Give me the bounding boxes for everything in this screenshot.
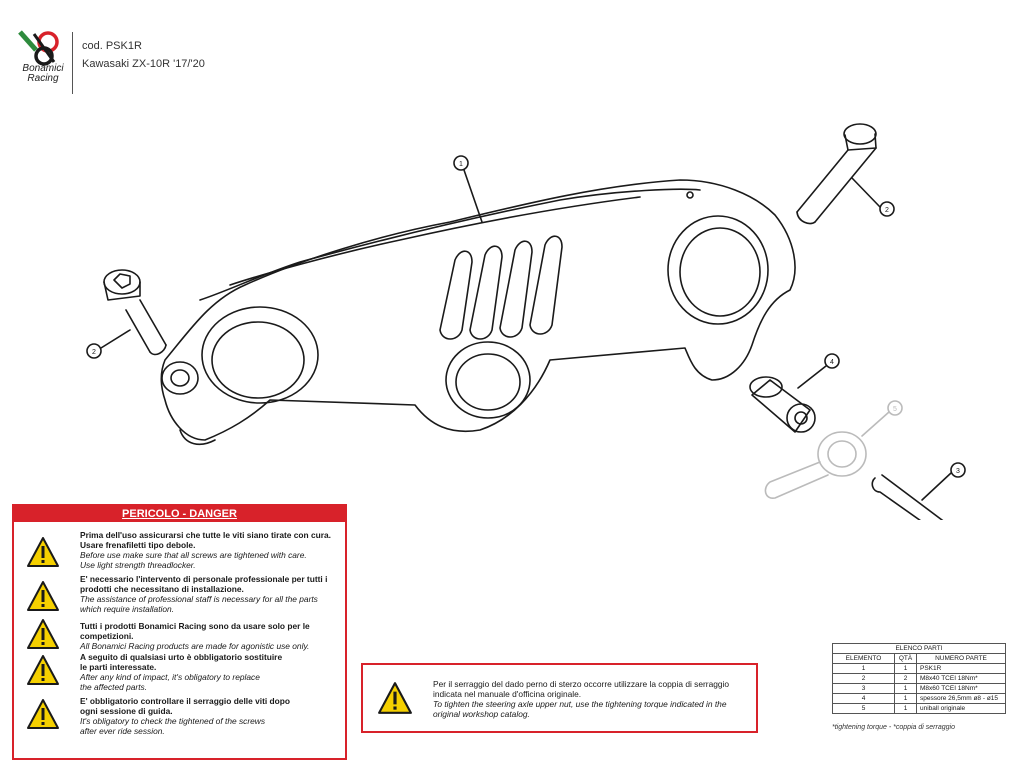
table-cell: 2 [894,673,917,684]
column-header: QTÀ [894,653,917,664]
uniball-part [764,431,867,499]
warning-text-it: E' necessario l'intervento di personale … [80,574,328,584]
parts-list-table: ELENCO PARTI ELEMENTO QTÀ NUMERO PARTE 1… [832,643,1006,714]
table-cell: 3 [832,683,895,694]
screw-m8x60 [871,474,944,520]
warning-triangle-icon [27,699,59,729]
callout-2-left: 2 [86,329,131,359]
warning-text-en: All Bonamici Racing products are made fo… [80,641,310,651]
column-header: NUMERO PARTE [916,653,1006,664]
screw-m8x40-left [103,269,167,356]
callout-1: 1 [453,155,483,223]
product-model: Kawasaki ZX-10R '17/'20 [82,58,205,70]
torque-text-it: Per il serraggio del dado perno di sterz… [433,679,730,699]
product-code: cod. PSK1R [82,40,142,52]
warning-item: Tutti i prodotti Bonamici Racing sono da… [20,618,344,651]
warning-text-it: ogni sessione di guida. [80,706,173,716]
warning-text-it: Usare frenafiletti tipo debole. [80,540,196,550]
table-cell: 1 [894,703,917,714]
warning-text-en: Before use make sure that all screws are… [80,550,307,560]
callout-5: 5 [861,400,903,437]
svg-text:3: 3 [956,468,960,475]
spacer-part [749,376,816,433]
warning-text-en: after ever ride session. [80,726,165,736]
table-row: 1 1 PSK1R [832,663,1006,674]
torque-text-en: To tighten the steering axle upper nut, … [433,699,727,719]
table-cell: M8x40 TCEI 18Nm* [916,673,1006,684]
warning-text-it: prodotti che necessitano di installazion… [80,584,244,594]
torque-footnote: *tightening torque - *coppia di serraggi… [832,724,955,731]
warning-text-it: E' obbligatorio controllare il serraggio… [80,696,290,706]
parts-list-title: ELENCO PARTI [832,643,1006,654]
table-cell: spessore 26,5mm ø8 - ø15 [916,693,1006,704]
table-row: 4 1 spessore 26,5mm ø8 - ø15 [832,693,1006,704]
warning-text-it: Prima dell'uso assicurarsi che tutte le … [80,530,332,540]
warning-item: E' necessario l'intervento di personale … [20,574,344,616]
warning-triangle-icon [27,619,59,649]
warning-triangle-icon [27,581,59,611]
warning-item: Prima dell'uso assicurarsi che tutte le … [20,530,344,572]
warning-text-en: which require installation. [80,604,175,614]
table-cell: 1 [894,683,917,694]
table-row: 2 2 M8x40 TCEI 18Nm* [832,673,1006,684]
table-cell: 1 [832,663,895,674]
svg-text:1: 1 [459,161,463,168]
table-cell: 1 [894,693,917,704]
column-header: ELEMENTO [832,653,895,664]
table-cell: 2 [832,673,895,684]
table-header-row: ELEMENTO QTÀ NUMERO PARTE [832,653,1006,664]
warning-text-en: After any kind of impact, it's obligator… [80,672,260,682]
table-row: 5 1 uniball originale [832,703,1006,714]
warning-text-it: Tutti i prodotti Bonamici Racing sono da… [80,621,310,641]
warning-triangle-icon [378,682,412,714]
table-cell: 1 [894,663,917,674]
warning-text-en: Use light strength threadlocker. [80,560,196,570]
warning-item: E' obbligatorio controllare il serraggio… [20,696,344,738]
warning-text-it: le parti interessate. [80,662,157,672]
warning-text-en: It's obligatory to check the tightened o… [80,716,266,726]
callout-3: 3 [921,462,966,501]
svg-text:4: 4 [830,359,834,366]
danger-warning-box: PERICOLO - DANGER Prima dell'uso assicur… [12,504,347,760]
danger-title: PERICOLO - DANGER [14,506,345,522]
svg-text:2: 2 [885,207,889,214]
warning-text-en: the affected parts. [80,682,148,692]
svg-text:5: 5 [893,406,897,413]
warning-triangle-icon [27,655,59,685]
table-cell: uniball originale [916,703,1006,714]
header-divider [72,32,73,94]
callout-2-right: 2 [851,177,895,217]
warning-text-en: The assistance of professional staff is … [80,594,318,604]
warning-item: A seguito di qualsiasi urto è obbligator… [20,652,344,694]
table-cell: PSK1R [916,663,1006,674]
exploded-view-drawing: 1 2 2 3 4 5 [86,123,966,520]
torque-note-box: Per il serraggio del dado perno di sterz… [361,663,758,733]
table-cell: 4 [832,693,895,704]
table-row: 3 1 M8x60 TCEI 18Nm* [832,683,1006,694]
warning-triangle-icon [27,537,59,567]
table-cell: M8x60 TCEI 18Nm* [916,683,1006,694]
logo-mark-icon [18,30,59,66]
svg-text:2: 2 [92,349,96,356]
triple-clamp-part [160,179,796,446]
warning-text-it: A seguito di qualsiasi urto è obbligator… [80,652,283,662]
callout-4: 4 [797,353,840,389]
table-cell: 5 [832,703,895,714]
screw-m8x40-right [796,123,877,225]
